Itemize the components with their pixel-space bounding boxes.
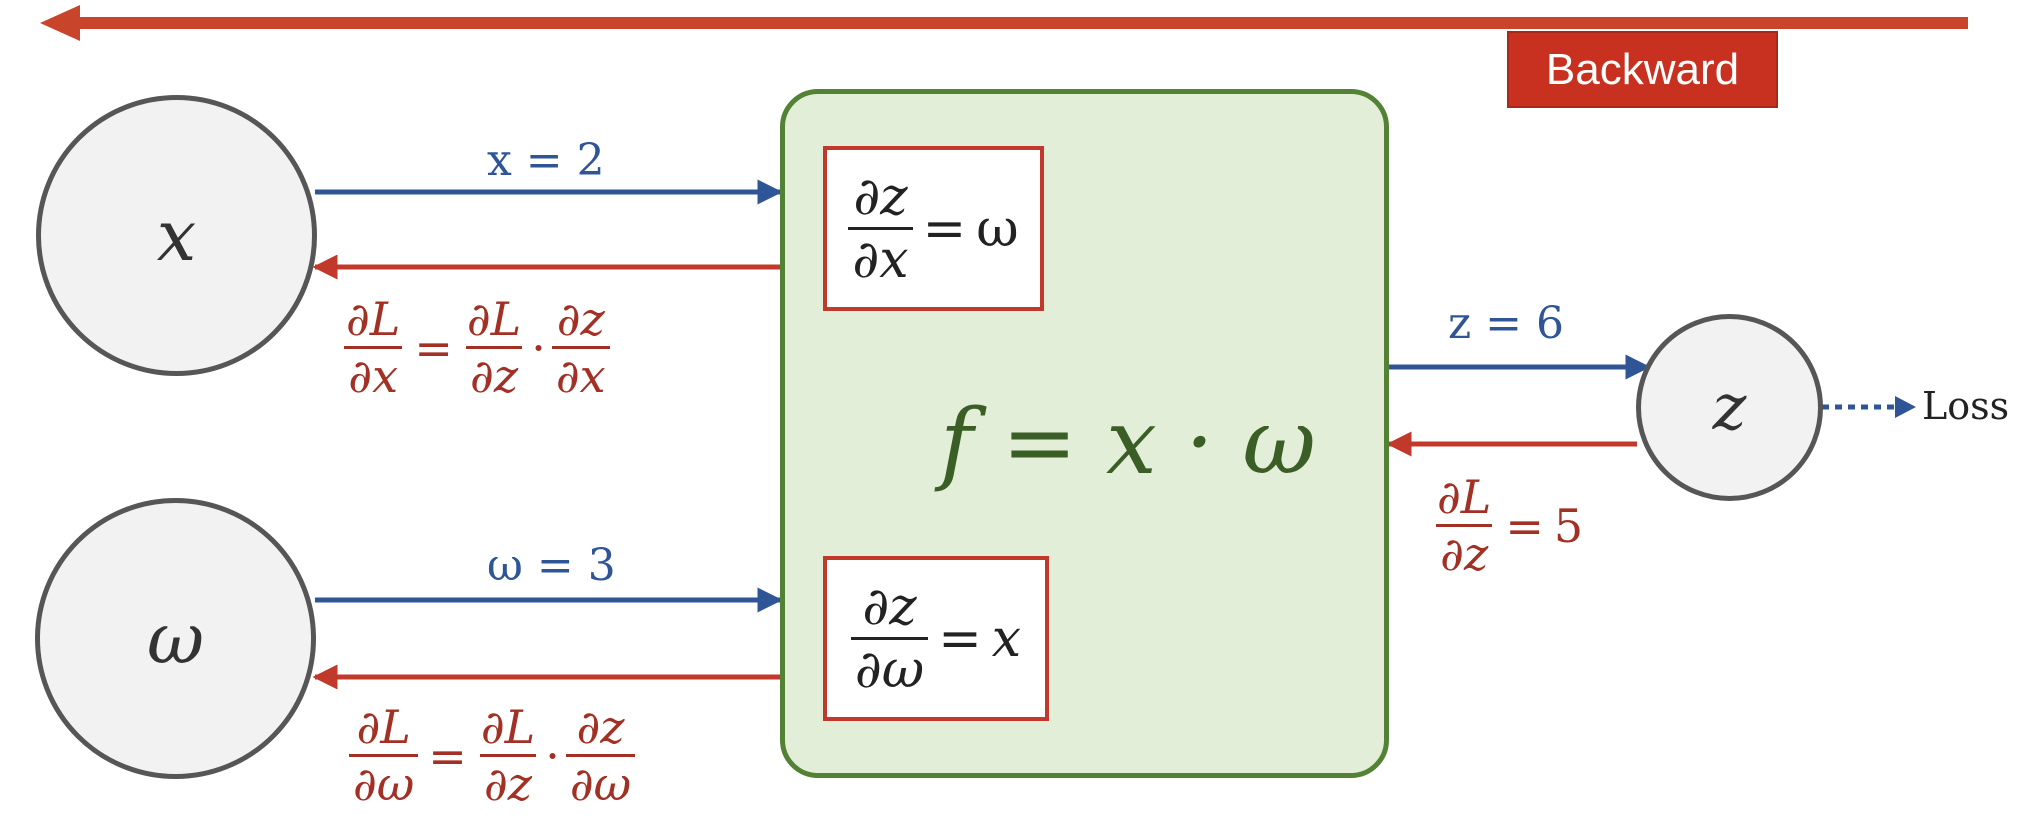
loss-label: Loss (1922, 384, 2010, 428)
chain-x-lhs-den: ∂x (344, 346, 403, 403)
upstream-value: 5 (1553, 498, 1584, 553)
chain-x-upstream: ∂L ∂z (463, 292, 525, 403)
chain-x-upstream-num: ∂L (466, 292, 522, 346)
function-formula: f = x · ω (940, 390, 1316, 495)
chain-rule-x: ∂L ∂x = ∂L ∂z · ∂z ∂x (342, 292, 610, 403)
chain-x-local-num: ∂z (556, 292, 605, 346)
node-x: x (36, 95, 317, 376)
local-grad-x-num: ∂z (853, 167, 908, 227)
equals-sign: = (414, 320, 453, 375)
chain-w-lhs: ∂L ∂ω (349, 700, 419, 811)
multiply-dot: · (545, 728, 560, 783)
equals-sign: = (922, 198, 967, 259)
node-z: z (1636, 314, 1823, 501)
upstream-gradient: ∂L ∂z = 5 (1433, 470, 1583, 581)
value-w: ω = 3 (487, 540, 616, 591)
local-grad-x-rhs: ω (976, 198, 1019, 259)
upstream-num: ∂L (1437, 470, 1492, 524)
chain-w-local-num: ∂z (576, 700, 625, 754)
equals-sign: = (1505, 498, 1544, 553)
chain-rule-w: ∂L ∂ω = ∂L ∂z · ∂z ∂ω (349, 700, 636, 811)
chain-x-lhs-num: ∂L (346, 292, 401, 346)
local-grad-x-box: ∂z ∂x = ω (823, 146, 1044, 311)
upstream-fraction: ∂L ∂z (1433, 470, 1495, 581)
chain-w-lhs-num: ∂L (356, 700, 411, 754)
node-w-label: ω (146, 597, 205, 680)
value-x: x = 2 (487, 135, 605, 186)
backward-label: Backward (1545, 44, 1740, 94)
chain-w-local: ∂z ∂ω (565, 700, 636, 811)
node-z-label: z (1712, 370, 1747, 445)
multiply-dot: · (531, 320, 546, 375)
backward-arrow (40, 5, 1968, 41)
node-x-label: x (156, 194, 197, 277)
local-grad-w-den: ∂ω (850, 637, 929, 700)
equals-sign: = (938, 608, 982, 669)
local-grad-x-fraction: ∂z ∂x (848, 167, 913, 290)
local-grad-x-den: ∂x (848, 227, 913, 290)
loss-arrow-head (1895, 396, 1916, 418)
node-w: ω (35, 498, 316, 779)
chain-w-upstream-num: ∂L (480, 700, 536, 754)
local-grad-w-rhs: x (991, 608, 1022, 669)
equals-sign: = (428, 728, 467, 783)
chain-w-upstream-den: ∂z (480, 754, 537, 811)
chain-w-lhs-den: ∂ω (349, 754, 419, 811)
chain-w-local-den: ∂ω (565, 754, 636, 811)
chain-x-lhs: ∂L ∂x (342, 292, 404, 403)
local-grad-w-num: ∂z (862, 577, 917, 637)
upstream-den: ∂z (1436, 524, 1493, 581)
backward-banner: Backward (1507, 31, 1778, 108)
local-grad-w-box: ∂z ∂ω = x (823, 556, 1049, 721)
value-z: z = 6 (1448, 298, 1565, 349)
chain-x-local-den: ∂x (551, 346, 610, 403)
chain-x-local: ∂z ∂x (551, 292, 610, 403)
chain-w-upstream: ∂L ∂z (477, 700, 539, 811)
chain-x-upstream-den: ∂z (466, 346, 523, 403)
local-grad-w-fraction: ∂z ∂ω (850, 577, 929, 700)
